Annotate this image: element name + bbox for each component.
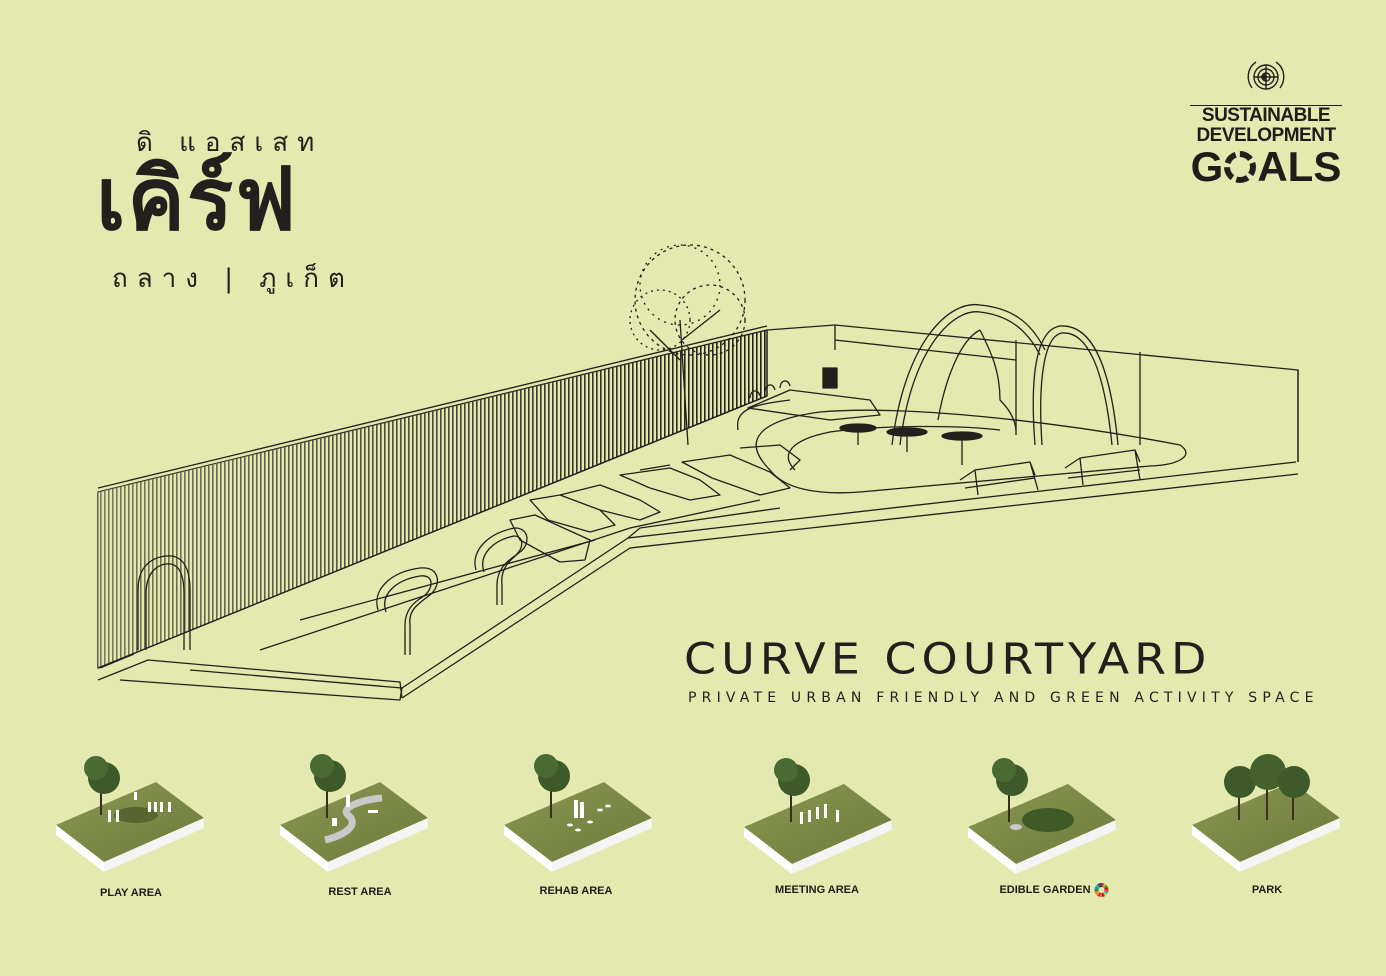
- sdg-goals-als: ALS: [1257, 143, 1342, 190]
- zone-label-text: MEETING AREA: [775, 884, 859, 896]
- arch-structure: [891, 303, 1119, 446]
- project-subtitle: PRIVATE URBAN FRIENDLY AND GREEN ACTIVIT…: [688, 690, 1319, 706]
- pretzel-seats: [137, 527, 528, 655]
- ground-outline: [97, 395, 1299, 701]
- zone-label-park: PARK: [1252, 884, 1282, 896]
- sdg-wheel-icon: [1094, 883, 1109, 897]
- zone-label-play-area: PLAY AREA: [100, 887, 162, 899]
- play-area-tile: [56, 756, 204, 872]
- back-wall: [766, 324, 1299, 462]
- zone-label-text: REHAB AREA: [539, 885, 613, 897]
- thai-main-title: เคิร์ฟ: [96, 150, 299, 250]
- sdg-line-2: DEVELOPMENT: [1196, 125, 1336, 146]
- slatted-fence: [97, 325, 768, 669]
- zone-label-text: PLAY AREA: [100, 887, 162, 899]
- edible-garden-tile: [968, 758, 1116, 874]
- benches: [959, 449, 1141, 496]
- park-tile: [1192, 754, 1340, 872]
- tables: [839, 423, 983, 465]
- tree-sketch: [629, 244, 746, 446]
- zone-label-text: PARK: [1251, 884, 1283, 896]
- zone-label-meeting-area: MEETING AREA: [775, 884, 859, 896]
- planter-bin: [747, 367, 881, 421]
- zone-label-rest-area: REST AREA: [328, 886, 391, 898]
- zone-label-rehab-area: REHAB AREA: [540, 885, 613, 897]
- thai-location: ถลาง | ภูเก็ต: [112, 264, 354, 294]
- rest-area-tile: [280, 754, 428, 872]
- meeting-area-tile: [744, 758, 892, 874]
- zone-label-text: REST AREA: [328, 886, 392, 898]
- sdg-line-3: G ALS: [1190, 146, 1342, 188]
- stepped-loungers: [509, 444, 801, 563]
- sdg-line-1: SUSTAINABLE: [1201, 105, 1331, 126]
- sdg-wheel-icon: [1224, 151, 1257, 183]
- rehab-area-tile: [504, 754, 652, 872]
- sdg-logo: SUSTAINABLE DEVELOPMENT G ALS: [1190, 58, 1342, 188]
- zone-label-text: EDIBLE GARDEN: [999, 884, 1091, 896]
- sdg-goals-g: G: [1190, 143, 1224, 190]
- zone-tiles: [56, 754, 1340, 874]
- un-emblem-icon: [1247, 61, 1285, 90]
- thai-subtitle: ดิ แอสเสท: [136, 128, 324, 158]
- project-title: CURVE COURTYARD: [684, 634, 1212, 684]
- zone-label-edible-garden: EDIBLE GARDEN: [999, 883, 1109, 897]
